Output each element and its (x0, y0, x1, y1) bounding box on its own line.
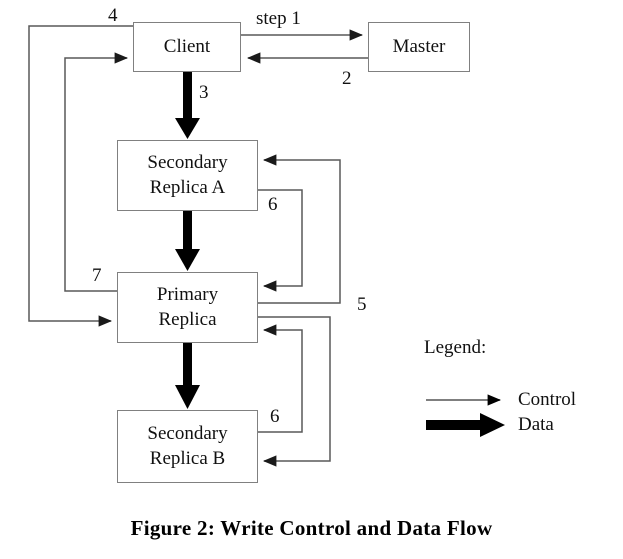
edge-6-secondary-b-to-primary (258, 324, 303, 433)
control-edges-group (28, 25, 368, 467)
edge-5-primary-to-secondary-b (258, 316, 331, 467)
data-arrow-secondary-a-to-primary (175, 211, 200, 271)
edge-label-6-upper: 6 (268, 194, 278, 215)
node-secondary-a-label-line1: Secondary (147, 152, 228, 174)
node-primary-label-line1: Primary (156, 284, 219, 306)
legend-label-control: Control (518, 389, 577, 410)
node-secondary-b-label-line1: Secondary (147, 423, 228, 445)
node-secondary-replica-b[interactable]: Secondary Replica B (117, 410, 258, 483)
node-client-label: Client (163, 35, 211, 57)
figure-caption: Figure 2: Write Control and Data Flow (130, 516, 493, 540)
node-primary-replica[interactable]: Primary Replica (117, 272, 258, 343)
edge-4-client-to-primary (28, 25, 133, 327)
node-secondary-b-label-line2: Replica B (149, 447, 226, 469)
data-arrow-client-to-secondary-a (175, 72, 200, 139)
node-master-label: Master (392, 35, 446, 57)
edge-label-7: 7 (92, 265, 102, 286)
node-secondary-replica-a[interactable]: Secondary Replica A (117, 140, 258, 211)
edge-label-3: 3 (199, 82, 209, 103)
legend-title: Legend: (424, 337, 487, 358)
legend-data-thick-arrow-icon (426, 413, 505, 437)
edge-6-secondary-a-to-primary (258, 189, 303, 292)
legend-icons-group (426, 394, 505, 437)
edge-label-6-lower: 6 (270, 406, 280, 427)
edge-5-primary-to-secondary-a (258, 154, 341, 304)
node-secondary-a-label-line2: Replica A (149, 176, 226, 198)
node-primary-label-line2: Replica (158, 308, 217, 330)
data-edges-group (175, 72, 200, 409)
data-arrow-primary-to-secondary-b (175, 343, 200, 409)
edge-7-primary-to-client (64, 52, 129, 292)
edge-label-4: 4 (108, 5, 118, 26)
legend-label-data: Data (518, 414, 554, 435)
node-master[interactable]: Master (368, 22, 470, 72)
edge-label-step1: step 1 (256, 8, 301, 29)
edge-label-5: 5 (357, 294, 367, 315)
node-client[interactable]: Client (133, 22, 241, 72)
edge-label-2: 2 (342, 68, 352, 89)
